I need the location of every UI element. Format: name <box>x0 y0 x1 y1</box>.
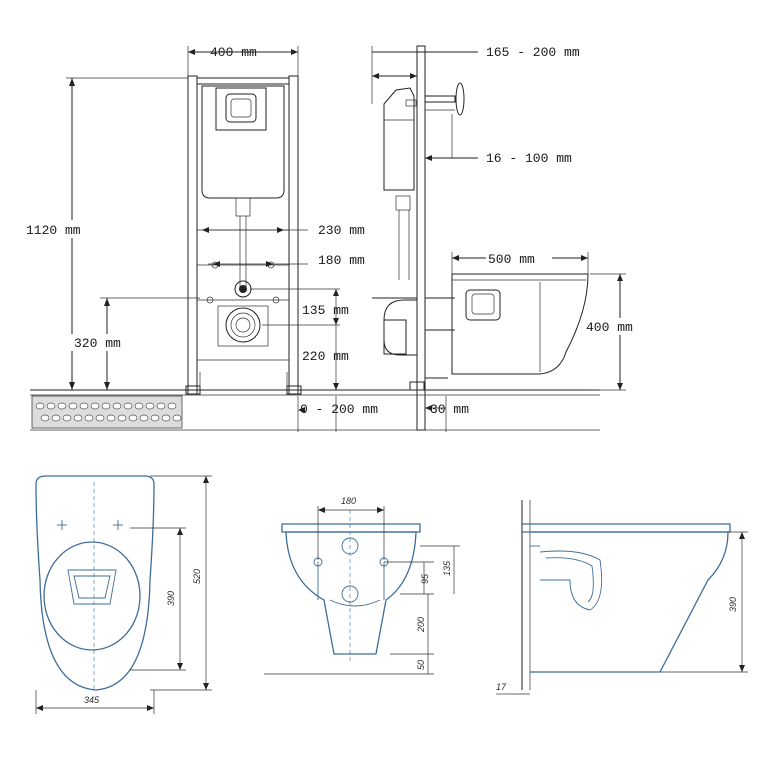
insulation-hole <box>84 414 94 422</box>
flush-plate-side <box>455 82 465 116</box>
floor <box>30 389 600 431</box>
drain-outlet-icon <box>225 307 261 343</box>
bowl-side-outline <box>451 273 589 375</box>
insulation-hole <box>145 402 155 410</box>
insulation-hole <box>35 402 45 410</box>
insulation-hole <box>73 414 83 422</box>
front-dim-135-label: 135 <box>442 560 452 576</box>
insulation-hole <box>117 414 127 422</box>
side-height-label: 390 <box>728 597 738 612</box>
bowl-side-top: 500 mm 400 mm <box>451 250 656 391</box>
frame-front-view <box>185 75 302 395</box>
cistern <box>201 85 285 199</box>
insulation-hole <box>51 414 61 422</box>
dim-bracket: 16 - 100 mm <box>425 114 572 166</box>
insulation-hole <box>161 414 171 422</box>
flush-button-icon <box>225 93 257 123</box>
insulation-hole <box>123 402 133 410</box>
frame-height-label: 1120 mm <box>26 223 81 238</box>
front-dim-200-label: 200 <box>416 617 426 633</box>
dim-side-depth: 165 - 200 mm <box>371 45 580 104</box>
insulation-hole <box>134 402 144 410</box>
insulation-hole <box>79 402 89 410</box>
side-frame-upright <box>416 45 426 431</box>
insulation-hole <box>57 402 67 410</box>
dim-frame-width: 400 mm <box>187 45 299 76</box>
insulation-hole <box>95 414 105 422</box>
insulation-hole <box>46 402 56 410</box>
plan-length-label: 520 <box>192 569 202 584</box>
insulation-hole <box>40 414 50 422</box>
side-offset-label: 17 <box>496 682 507 692</box>
dim-180-label: 180 mm <box>318 253 365 268</box>
frame-left-upright <box>187 75 198 395</box>
frame-right-upright <box>288 75 299 395</box>
front-dim-95-label: 95 <box>420 573 430 584</box>
bowl-plan-inner <box>43 541 141 651</box>
bowl-plan-outlet <box>67 569 117 605</box>
bowl-front-view: 180 95 135 200 50 <box>264 496 460 675</box>
flush-plate <box>215 87 267 131</box>
dim-0-200-label: 0 - 200 mm <box>300 402 378 417</box>
dim-floor-offset: 320 mm <box>70 297 200 390</box>
gap-label: 30 mm <box>430 402 469 417</box>
insulation-hole <box>62 414 72 422</box>
plan-width-label: 345 <box>84 695 100 705</box>
dim-frame-height: 1120 mm <box>24 77 188 390</box>
bowl-plan-view: 520 390 345 <box>35 475 212 714</box>
bowl-length-label: 500 mm <box>488 252 535 267</box>
bowl-side-body <box>530 531 729 673</box>
dim-gap: 30 mm <box>425 396 469 432</box>
bowl-plan-outline <box>35 475 155 691</box>
insulation-hole <box>101 402 111 410</box>
frame-side-view <box>372 45 465 431</box>
insulation-hole <box>150 414 160 422</box>
insulation-hole <box>90 402 100 410</box>
dim-230-label: 230 mm <box>318 223 365 238</box>
bowl-front-body <box>285 531 417 655</box>
front-bolt-spacing-label: 180 <box>341 496 356 506</box>
insulation-hole <box>68 402 78 410</box>
dim-220-label: 220 mm <box>302 349 349 364</box>
insulation-hole <box>156 402 166 410</box>
front-dim-50-label: 50 <box>416 660 426 670</box>
insulation-hole <box>139 414 149 422</box>
plan-inner-label: 390 <box>166 591 176 606</box>
bracket-label: 16 - 100 mm <box>486 151 572 166</box>
dim-135-label: 135 mm <box>302 303 349 318</box>
insulation-hole <box>106 414 116 422</box>
bowl-front-seat <box>281 523 421 533</box>
bowl-height-label: 400 mm <box>586 320 633 335</box>
cistern-side <box>383 87 415 191</box>
floor-insulation <box>31 395 183 429</box>
frame-width-label: 400 mm <box>210 45 257 60</box>
insulation-hole <box>112 402 122 410</box>
dim-front-details: 230 mm 180 mm 135 mm 220 mm 0 - 200 mm <box>202 223 378 432</box>
floor-offset-label: 320 mm <box>74 336 121 351</box>
side-depth-label: 165 - 200 mm <box>486 45 580 60</box>
bowl-side-view: 390 17 <box>496 500 748 695</box>
insulation-hole <box>167 402 177 410</box>
insulation-hole <box>172 414 182 422</box>
insulation-hole <box>128 414 138 422</box>
